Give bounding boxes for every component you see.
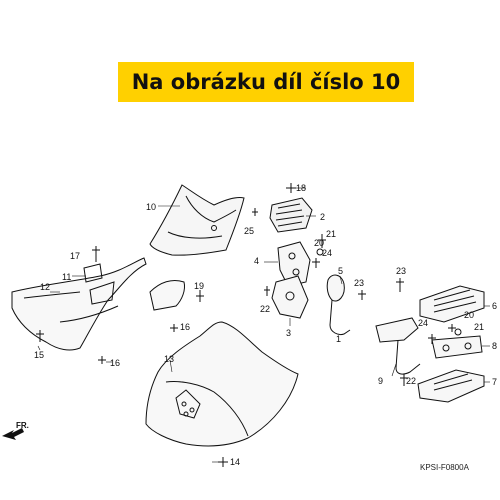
label-10: 10: [146, 202, 156, 212]
part-11-clip[interactable]: [83, 263, 103, 283]
label-14: 14: [230, 457, 240, 467]
label-8: 8: [492, 341, 497, 351]
label-24b: 24: [418, 318, 428, 328]
label-12: 12: [40, 282, 50, 292]
label-9: 9: [378, 376, 383, 386]
banner-background: [118, 62, 414, 102]
bolt-16a[interactable]: [170, 324, 178, 332]
label-19: 19: [194, 281, 204, 291]
part-13-floor-cover[interactable]: [145, 321, 299, 447]
label-20a: 20: [314, 238, 324, 248]
label-1: 1: [336, 334, 341, 344]
bolt-22[interactable]: [264, 286, 270, 296]
bolt-22b[interactable]: [400, 374, 408, 386]
label-21b: 21: [474, 322, 484, 332]
direction-label: FR.: [16, 421, 29, 430]
label-16a: 16: [180, 322, 190, 332]
part-8-bracket[interactable]: [431, 335, 483, 359]
label-4: 4: [254, 256, 259, 266]
label-22b: 22: [406, 376, 416, 386]
part-7-cover[interactable]: [417, 369, 485, 403]
label-15: 15: [34, 350, 44, 360]
bolt-25[interactable]: [252, 208, 258, 216]
label-2: 2: [320, 212, 325, 222]
label-23b: 23: [396, 266, 406, 276]
washer-20b[interactable]: [454, 328, 462, 336]
label-11: 11: [62, 272, 71, 282]
diagram-code: KPSI-F0800A: [420, 463, 470, 472]
label-24a: 24: [322, 248, 332, 258]
label-22a: 22: [260, 304, 270, 314]
banner-text: Na obrázku díl číslo 10: [131, 70, 401, 94]
bolt-23b[interactable]: [396, 278, 404, 292]
pin-21[interactable]: [318, 234, 326, 248]
part-3-plate[interactable]: [271, 275, 309, 319]
front-direction-arrow: FR.: [2, 421, 29, 440]
label-21a: 21: [326, 229, 336, 239]
label-16b: 16: [110, 358, 120, 368]
label-5: 5: [338, 266, 343, 276]
part-2-lid[interactable]: [269, 197, 313, 233]
label-3: 3: [286, 328, 291, 338]
bolt-23a[interactable]: [358, 290, 366, 300]
part-number-banner: Na obrázku díl číslo 10: [118, 62, 414, 102]
bolt-15[interactable]: [36, 330, 44, 342]
label-20b: 20: [464, 310, 474, 320]
label-17: 17: [70, 251, 80, 261]
bolt-14[interactable]: [218, 457, 228, 467]
part-6-cover[interactable]: [419, 285, 485, 323]
label-13: 13: [164, 354, 174, 364]
part-10-inner-cover[interactable]: [149, 184, 245, 256]
pin-21b[interactable]: [448, 324, 456, 332]
bolt-24[interactable]: [312, 258, 320, 268]
part-9-hook[interactable]: [375, 317, 421, 375]
part-5-hook[interactable]: [326, 274, 351, 335]
part-12-floor-panel[interactable]: [11, 257, 185, 351]
bolt-18[interactable]: [286, 183, 296, 193]
washer-20[interactable]: [316, 248, 324, 256]
bolt-19[interactable]: [196, 290, 204, 302]
bolt-24b[interactable]: [428, 334, 436, 344]
label-7: 7: [492, 377, 497, 387]
label-18: 18: [296, 183, 306, 193]
bolt-16b[interactable]: [98, 356, 106, 364]
part-4-bracket[interactable]: [277, 241, 311, 287]
label-23a: 23: [354, 278, 364, 288]
label-6: 6: [492, 301, 497, 311]
label-25: 25: [244, 226, 254, 236]
bolt-17[interactable]: [92, 246, 100, 262]
